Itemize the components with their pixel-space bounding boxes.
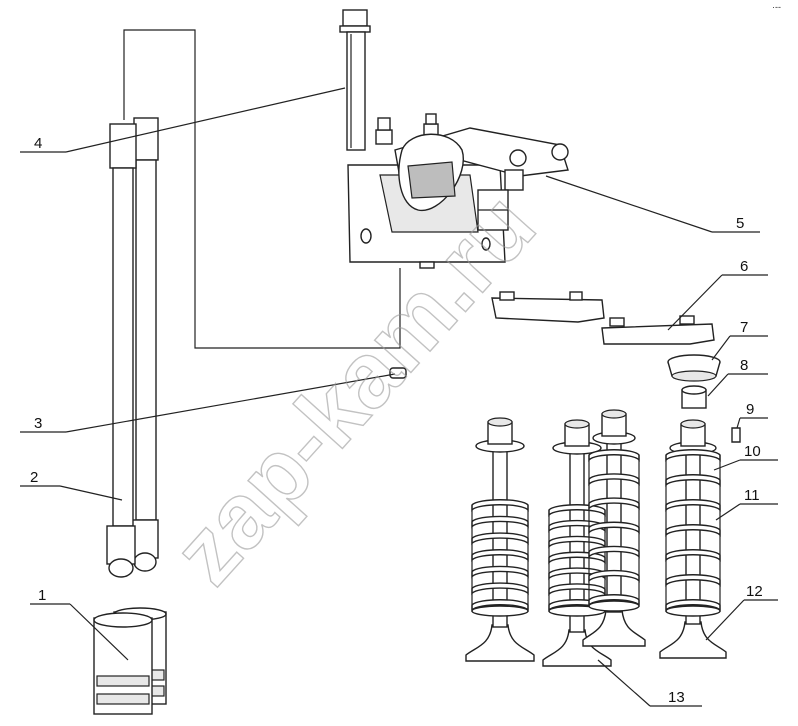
callout-leaders: [20, 87, 778, 707]
dowel-pin: [389, 367, 407, 379]
callout-2: 2: [30, 469, 38, 486]
retainer-and-seal: [667, 354, 721, 409]
spring-seat: [665, 605, 721, 617]
valve-head: [465, 624, 535, 662]
callout-13: 13: [668, 689, 685, 706]
callout-10: 10: [744, 443, 761, 460]
callout-11: 11: [744, 487, 760, 504]
callout-8: 8: [740, 357, 748, 374]
callout-7: 7: [740, 319, 748, 336]
callout-1: 1: [38, 587, 46, 604]
valve-bridges: [491, 291, 715, 345]
spring-seat: [471, 605, 529, 617]
valve-cap-top: [680, 419, 706, 429]
spring-seat: [588, 600, 640, 612]
valve-head: [582, 609, 646, 647]
valve-cap-top: [564, 419, 590, 429]
callout-5: 5: [736, 215, 744, 232]
valve-head: [659, 621, 727, 659]
callout-6: 6: [740, 258, 748, 275]
tappets: [93, 607, 167, 715]
pushrods: [106, 117, 159, 578]
callout-labels: 4 3 2 1 5 6 7 8 9 10 11 12 13: [30, 135, 763, 706]
valve-cap-top: [487, 417, 513, 427]
rocker-bolt: [339, 9, 371, 151]
valve-assemblies: [465, 409, 727, 667]
callout-12: 12: [746, 583, 763, 600]
callout-9: 9: [746, 401, 754, 418]
valve-cap-top: [601, 409, 627, 419]
rocker-assembly: [347, 113, 569, 269]
callout-3: 3: [34, 415, 42, 432]
group-bracket-line: [123, 29, 401, 349]
callout-4: 4: [34, 135, 42, 152]
valve-key: [731, 427, 741, 443]
corner-mark: ·--: [772, 2, 781, 12]
